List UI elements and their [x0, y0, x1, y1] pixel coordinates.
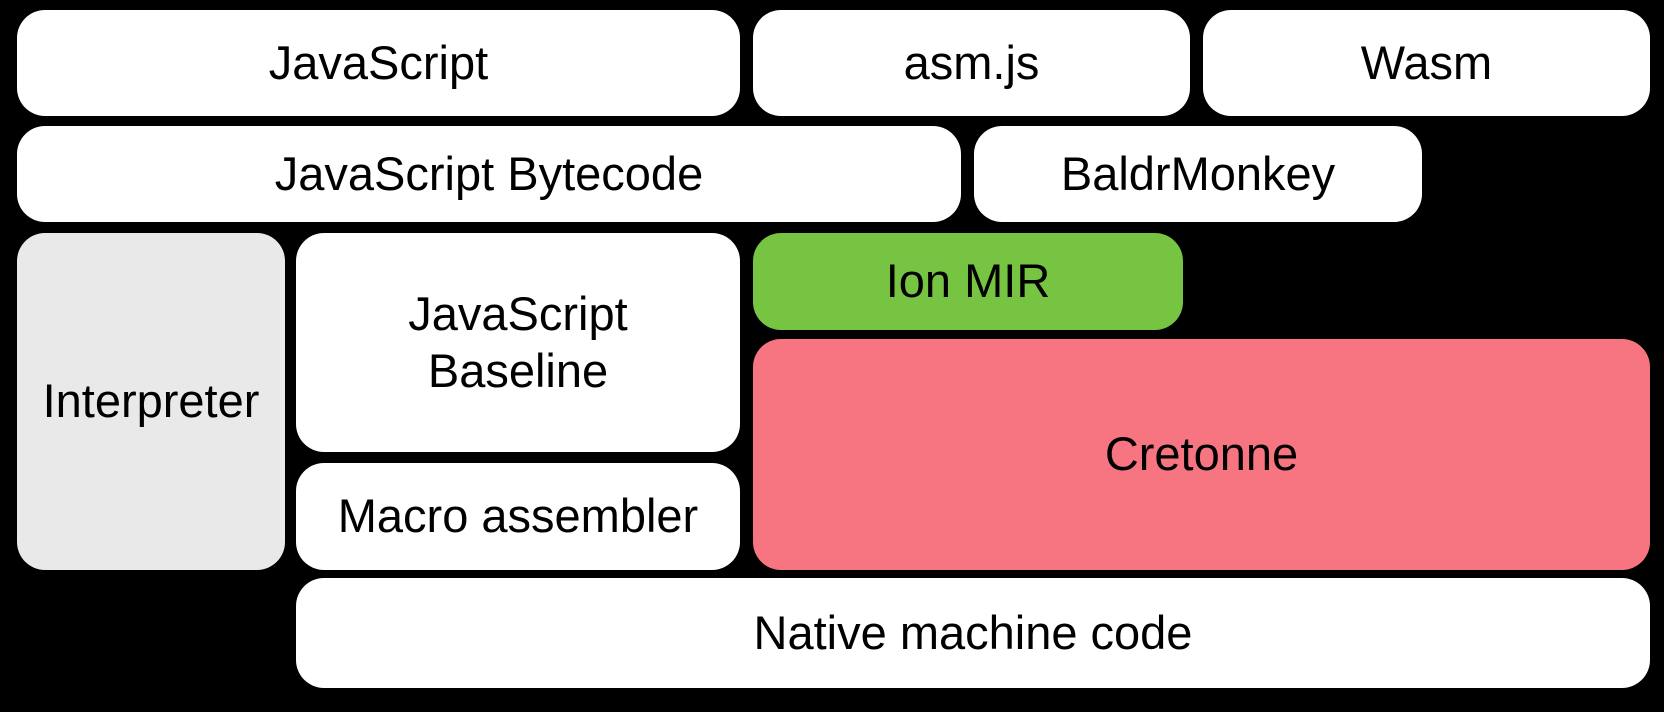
- node-javascript-bytecode-label: JavaScript Bytecode: [274, 146, 704, 200]
- node-wasm-label: Wasm: [1360, 35, 1493, 89]
- node-native-machine-code: Native machine code: [296, 578, 1650, 688]
- node-asmjs-label: asm.js: [903, 35, 1040, 89]
- node-javascript-bytecode: JavaScript Bytecode: [17, 126, 961, 222]
- node-asmjs: asm.js: [753, 10, 1190, 116]
- node-interpreter: Interpreter: [17, 233, 285, 570]
- node-ion-mir: Ion MIR: [753, 233, 1183, 330]
- node-cretonne: Cretonne: [753, 339, 1650, 570]
- node-javascript-label: JavaScript: [268, 35, 489, 89]
- node-native-machine-code-label: Native machine code: [753, 605, 1193, 659]
- node-javascript-baseline-label: JavaScript Baseline: [408, 287, 628, 397]
- node-javascript-baseline: JavaScript Baseline: [296, 233, 740, 452]
- node-macro-assembler: Macro assembler: [296, 463, 740, 570]
- node-ion-mir-label: Ion MIR: [885, 254, 1051, 308]
- node-macro-assembler-label: Macro assembler: [337, 489, 699, 543]
- node-cretonne-label: Cretonne: [1104, 427, 1299, 481]
- node-interpreter-label: Interpreter: [42, 374, 260, 428]
- node-baldrmonkey-label: BaldrMonkey: [1060, 146, 1336, 200]
- node-wasm: Wasm: [1203, 10, 1650, 116]
- node-javascript: JavaScript: [17, 10, 740, 116]
- node-baldrmonkey: BaldrMonkey: [974, 126, 1422, 222]
